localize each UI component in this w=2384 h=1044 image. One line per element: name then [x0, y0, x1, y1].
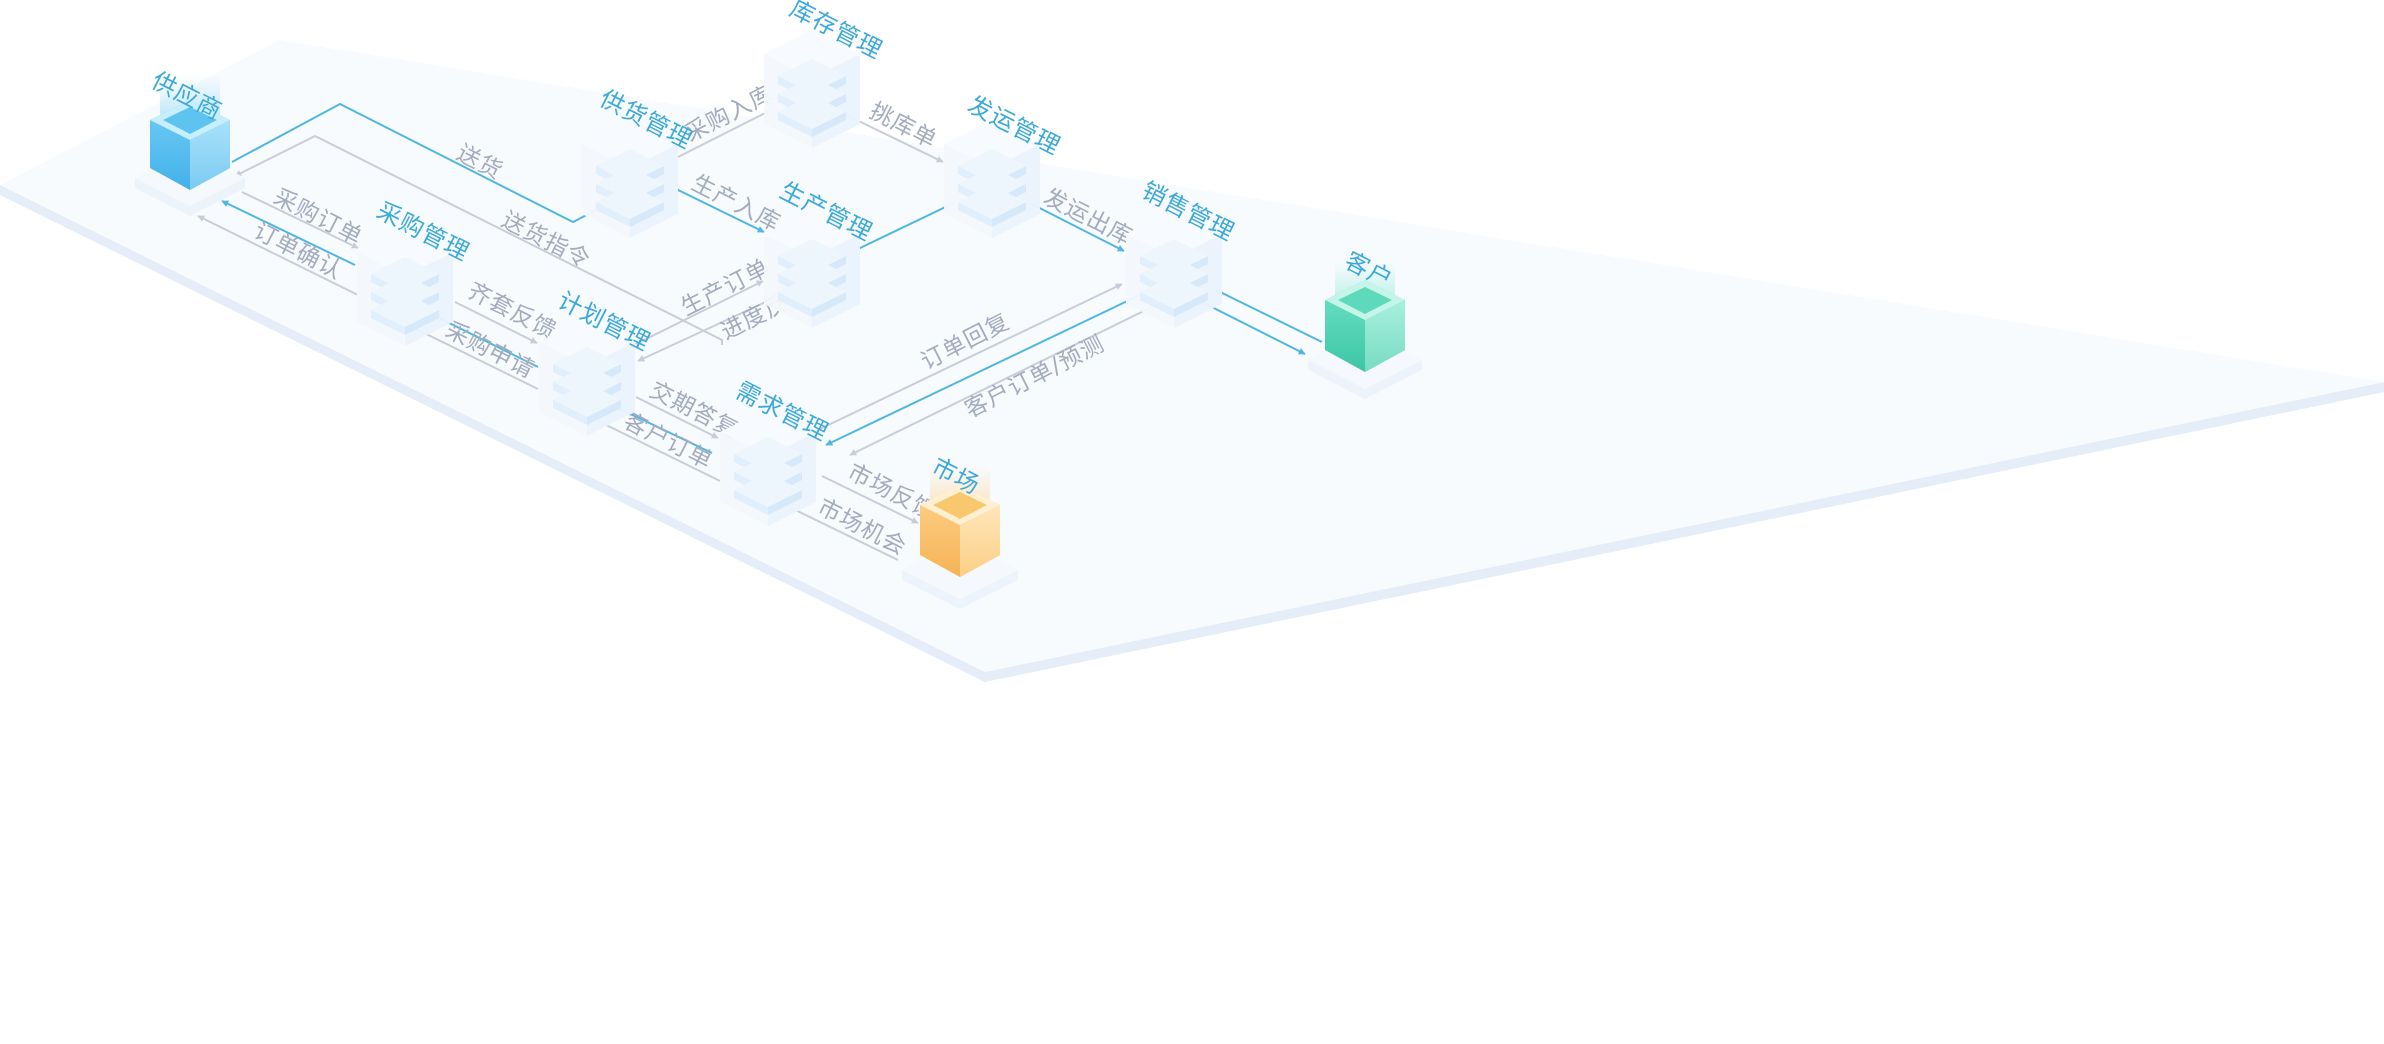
node-inventory: 库存管理	[764, 0, 887, 148]
node-market: 市场	[902, 452, 1018, 609]
node-supplier: 供应商	[135, 66, 245, 216]
node-customer: 客户	[1308, 246, 1422, 399]
platform	[0, 40, 2384, 682]
edge-sales-to-demand	[825, 293, 1143, 446]
node-planning: 计划管理	[539, 286, 655, 436]
node-purchasing: 采购管理	[357, 196, 474, 346]
edge-production-to-shipping	[857, 199, 961, 250]
